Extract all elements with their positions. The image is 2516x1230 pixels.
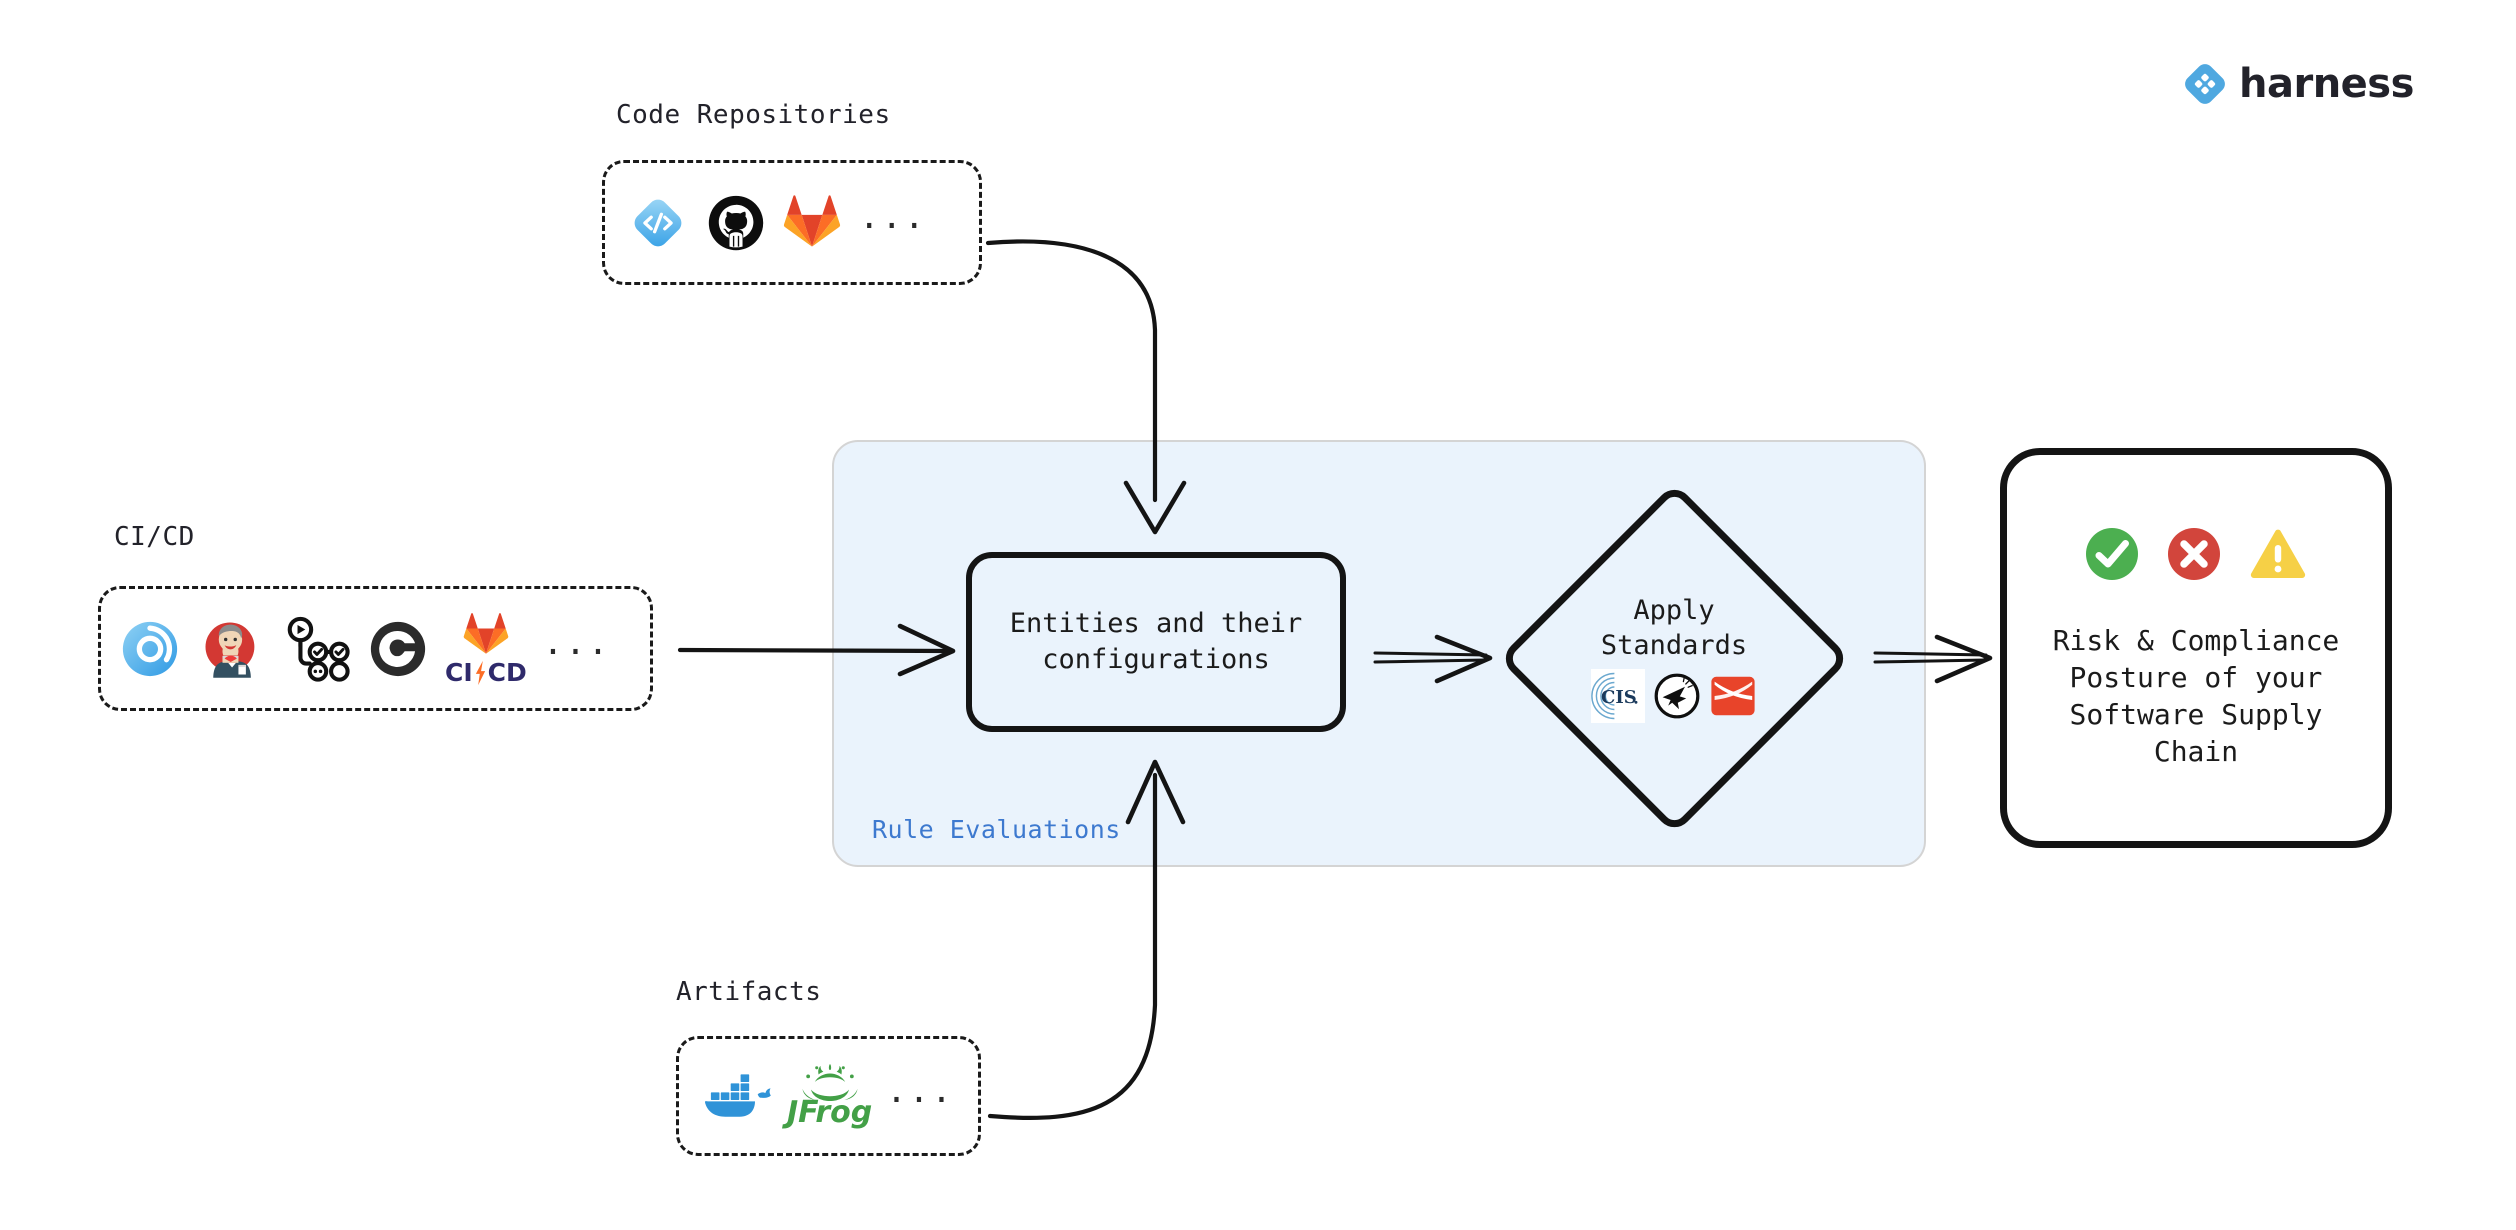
group-label-code-repositories: Code Repositories: [616, 100, 891, 130]
slsa-icon: [1709, 672, 1757, 720]
standards-icon-row: CIS: [1591, 669, 1757, 724]
circleci-icon: [367, 618, 429, 680]
check-circle-icon: [2084, 526, 2140, 582]
jfrog-icon: JFrog: [787, 1064, 872, 1128]
github-icon: [707, 194, 765, 252]
openssf-scorecard-icon: [1653, 672, 1701, 720]
harness-code-icon: [627, 192, 689, 254]
gitlab-cicd-label: CI CD: [445, 658, 527, 687]
entities-label: Entities and their configurations: [1009, 607, 1303, 675]
cis-benchmark-icon: CIS: [1591, 669, 1645, 724]
harness-wordmark: harness: [2239, 61, 2414, 107]
more-indicator-cicd: ...: [542, 623, 611, 663]
source-group-artifacts: JFrog ...: [676, 1036, 981, 1156]
status-icon-row: [2084, 526, 2308, 582]
diamond-content: Apply Standards CIS: [1498, 482, 1850, 834]
source-group-code-repositories: ...: [602, 160, 982, 285]
risk-compliance-outcome-card: Risk & Compliance Posture of your Softwa…: [2000, 448, 2392, 848]
apply-standards-label: Apply Standards: [1600, 594, 1748, 661]
entities-and-configurations-box: Entities and their configurations: [966, 552, 1346, 732]
gitlab-cicd-icon: CI CD: [445, 612, 527, 686]
apply-standards-diamond: Apply Standards CIS: [1497, 481, 1851, 835]
gitlab-icon: [783, 194, 841, 252]
artifact-icon-row: JFrog ...: [679, 1039, 978, 1153]
warning-triangle-icon: [2248, 527, 2308, 581]
outcome-label: Risk & Compliance Posture of your Softwa…: [2052, 623, 2340, 769]
harness-diamond-logo-icon: [2185, 64, 2225, 104]
jfrog-wordmark: JFrog: [787, 1095, 873, 1130]
more-indicator-artifacts: ...: [886, 1070, 954, 1111]
harness-ci-icon: [119, 618, 181, 680]
group-label-artifacts: Artifacts: [676, 977, 822, 1007]
jfrog-splash-icon: [802, 1064, 858, 1102]
cicd-icon-row: CI CD ...: [101, 589, 650, 708]
source-group-cicd: CI CD ...: [98, 586, 653, 711]
lightning-bolt-icon: [475, 660, 485, 685]
group-label-cicd: CI/CD: [114, 522, 195, 552]
harness-logo: harness: [2183, 62, 2414, 106]
jenkins-icon: [197, 615, 265, 683]
cis-text: CIS: [1601, 687, 1637, 708]
docker-icon: [701, 1067, 773, 1125]
github-actions-icon: [281, 614, 351, 684]
gitlab-fox-icon: [463, 612, 509, 654]
rule-evaluations-label: Rule Evaluations: [872, 815, 1121, 844]
more-indicator-code-repositories: ...: [859, 197, 927, 237]
code-repository-icon-row: ...: [605, 163, 979, 282]
error-circle-icon: [2166, 526, 2222, 582]
